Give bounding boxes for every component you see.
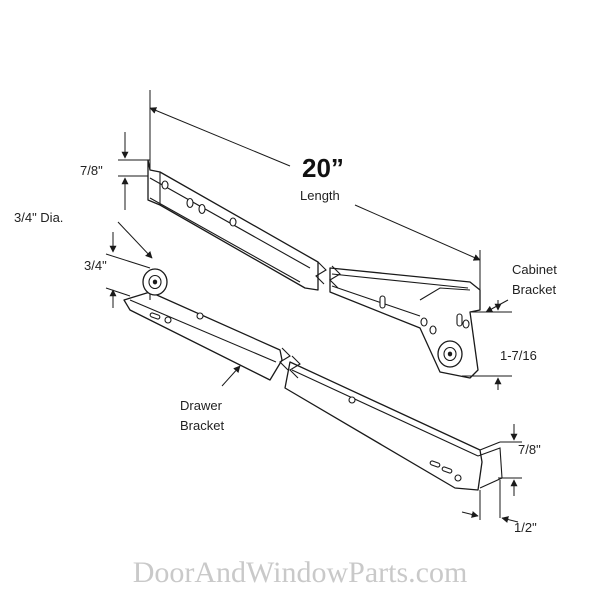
cabinet-bracket-label-line2: Bracket bbox=[512, 282, 556, 297]
top-height-label: 7/8" bbox=[80, 163, 103, 178]
bottom-width-label: 1/2" bbox=[514, 520, 537, 535]
length-text-label: Length bbox=[300, 188, 340, 203]
watermark-text: DoorAndWindowParts.com bbox=[133, 556, 468, 589]
dimension-lines bbox=[105, 90, 522, 523]
drawer-bracket-label-line1: Drawer bbox=[180, 398, 223, 413]
drawer-bracket bbox=[123, 268, 503, 491]
wheel-offset-label: 3/4" bbox=[84, 258, 107, 273]
bottom-height-label: 7/8" bbox=[518, 442, 541, 457]
cabinet-bracket-label-line1: Cabinet bbox=[512, 262, 557, 277]
length-value-label: 20” bbox=[302, 153, 344, 183]
cabinet-offset-label: 1-7/16 bbox=[500, 348, 537, 363]
wheel-diameter-label: 3/4" Dia. bbox=[14, 210, 63, 225]
cabinet-bracket bbox=[147, 159, 481, 379]
drawer-bracket-label-line2: Bracket bbox=[180, 418, 224, 433]
